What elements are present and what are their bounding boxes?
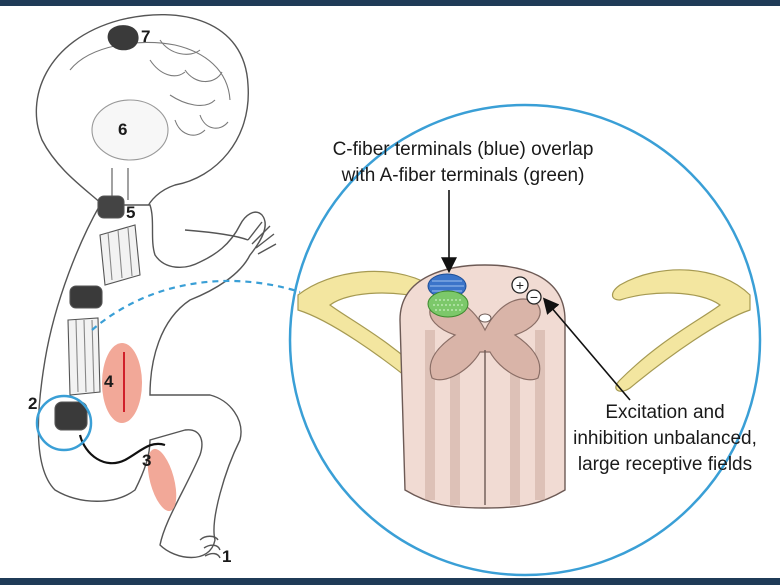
marker-3: 3: [142, 451, 151, 470]
marker-7: 7: [141, 27, 150, 46]
marker-2: 2: [28, 394, 37, 413]
overlap-caption-line2: with A-fiber terminals (green): [341, 165, 585, 186]
overlap-caption-line1: C-fiber terminals (blue) overlap: [333, 139, 594, 160]
right-dorsal-root: [613, 270, 751, 391]
imbalance-caption-line1: Excitation and: [605, 402, 724, 423]
a-fiber-terminals: [428, 291, 468, 317]
marker-5: 5: [126, 203, 135, 222]
imbalance-caption-line3: large receptive fields: [578, 454, 752, 475]
inhibition-symbol: −: [530, 289, 538, 305]
bottom-frame-bar: [0, 578, 780, 585]
excitation-symbol: +: [516, 277, 524, 293]
imbalance-caption-line2: inhibition unbalanced,: [573, 428, 757, 449]
marker-4: 4: [104, 372, 114, 391]
marker-6: 6: [118, 120, 127, 139]
marker-1: 1: [222, 547, 231, 566]
spinal-cord-section: [400, 265, 565, 508]
central-canal: [479, 314, 491, 322]
